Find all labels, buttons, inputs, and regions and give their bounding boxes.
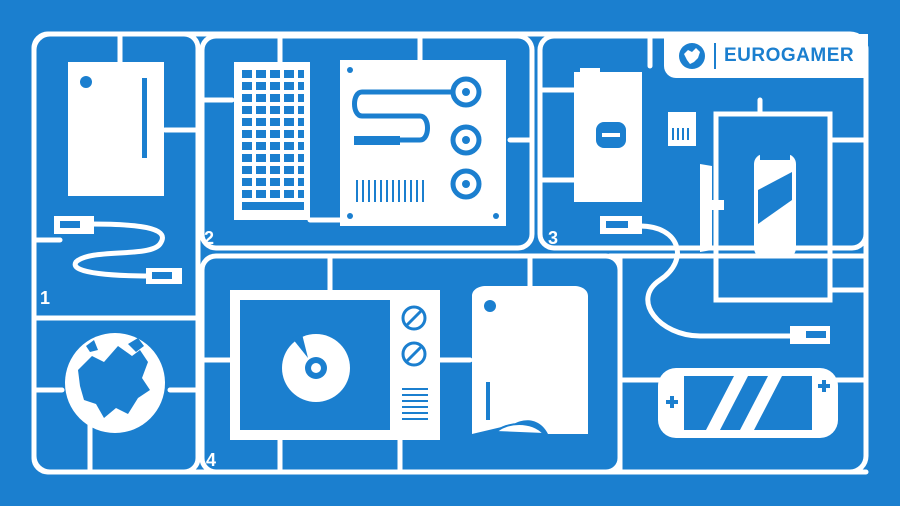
keyboard-part: [234, 62, 310, 220]
usb-cable-part-right: [639, 223, 790, 339]
tablet-part: [68, 62, 164, 196]
logo-divider: [714, 43, 716, 69]
europe-globe-part: [65, 333, 165, 433]
sprue-frame-1: [31, 31, 201, 475]
usb-cable-part-left: [72, 221, 165, 279]
motherboard-part: [340, 60, 506, 226]
console-part: [472, 286, 588, 436]
phone-part: [574, 68, 642, 202]
section-number-2: 2: [204, 228, 215, 248]
section-number-3: 3: [548, 228, 559, 248]
logo-wordmark: EUROGAMER: [724, 45, 855, 66]
sd-card-part: [668, 112, 696, 146]
section-number-1: 1: [40, 288, 51, 308]
europe-globe-icon: [679, 43, 705, 69]
handheld-controller-part: [658, 368, 838, 438]
soda-can-monitor-part: [700, 111, 833, 303]
section-number-4: 4: [206, 450, 217, 470]
tv-part: [230, 290, 440, 440]
eurogamer-logo[interactable]: EUROGAMER: [664, 34, 868, 78]
